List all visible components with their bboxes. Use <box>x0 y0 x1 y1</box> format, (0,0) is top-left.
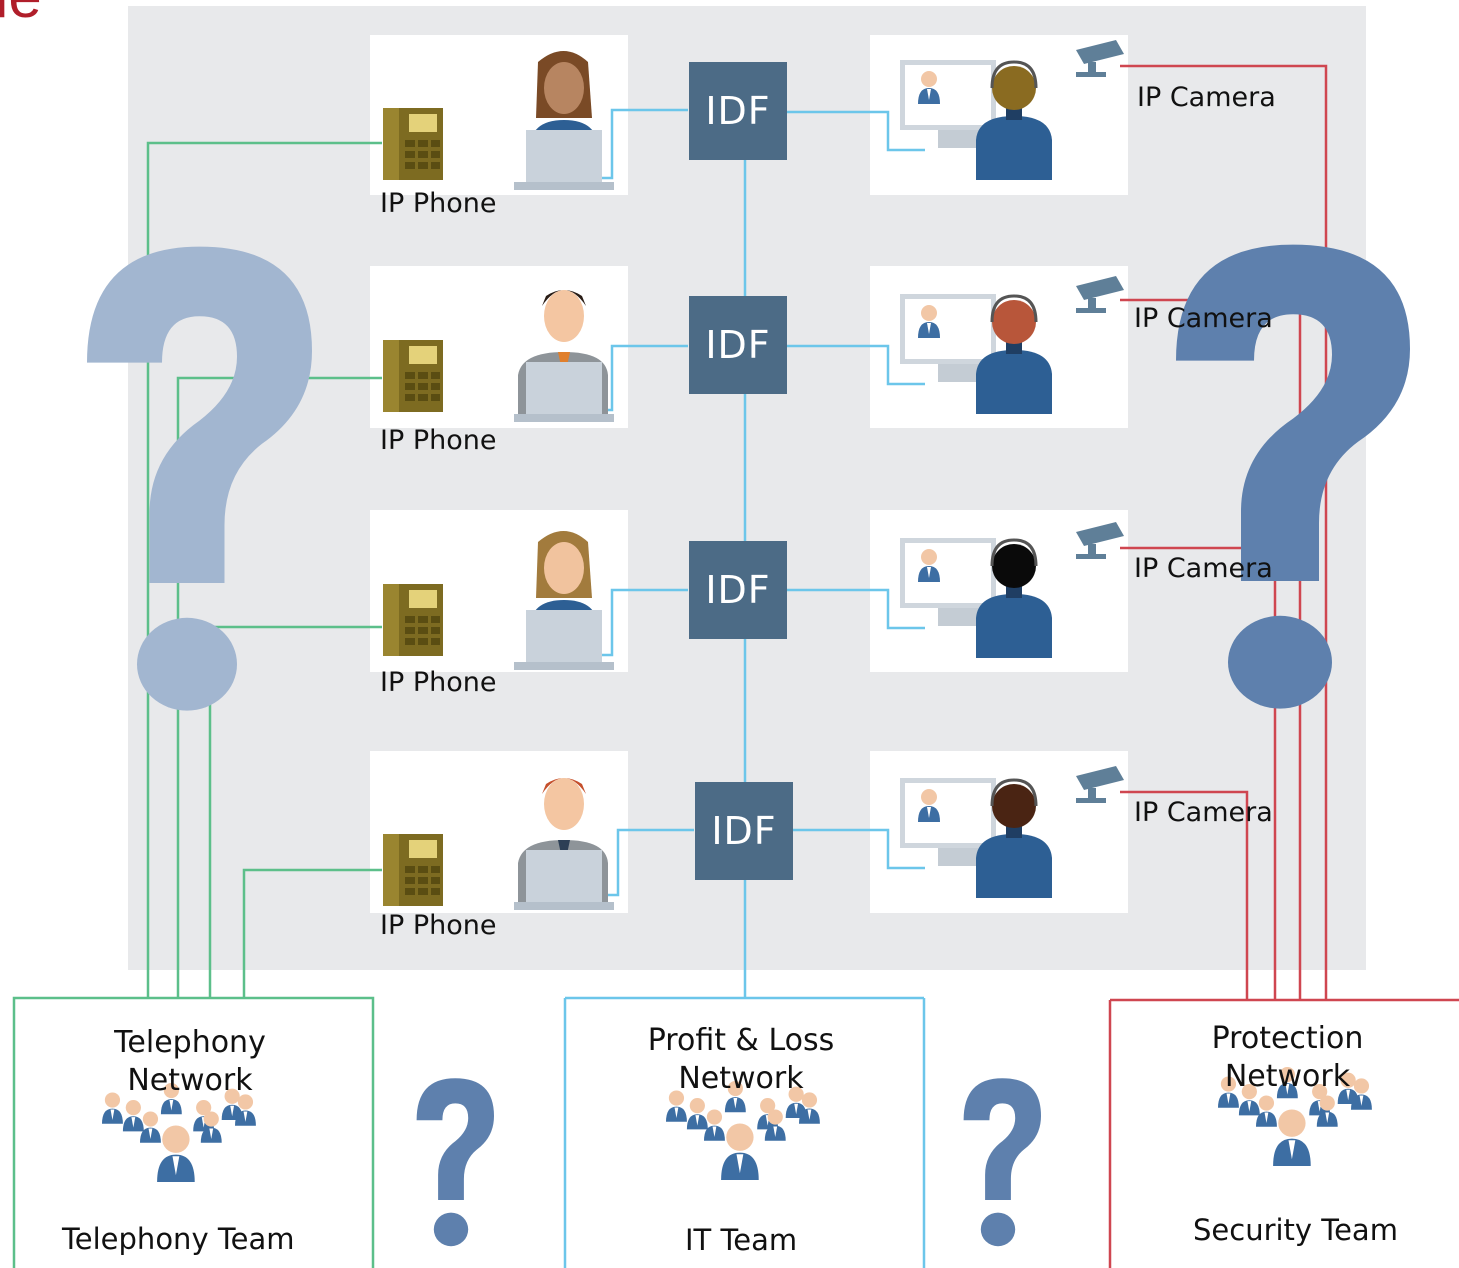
idf-switch: IDF <box>689 541 787 639</box>
ip-phone-icon <box>383 834 443 906</box>
ip-camera-label: IP Camera <box>1134 303 1273 334</box>
security-monitor-icon <box>900 778 1052 898</box>
telephony-network-title: Telephony Network <box>114 1025 266 1098</box>
security-monitor-icon <box>900 538 1052 658</box>
corner-text: le <box>0 0 42 31</box>
ip-camera-icon <box>1076 766 1124 803</box>
idf-switch: IDF <box>695 782 793 880</box>
security-monitor-icon <box>900 60 1052 180</box>
ip-phone-label: IP Phone <box>380 425 497 456</box>
security-monitor-icon <box>900 294 1052 414</box>
ip-camera-icon <box>1076 276 1124 313</box>
question-mark-icon <box>87 246 312 711</box>
it-team-label: IT Team <box>685 1223 798 1257</box>
ip-phone-icon <box>383 340 443 412</box>
ip-phone-label: IP Phone <box>380 910 497 941</box>
idf-switch: IDF <box>689 62 787 160</box>
idf-switch: IDF <box>689 296 787 394</box>
employee-laptop-icon <box>514 778 614 910</box>
ip-camera-label: IP Camera <box>1137 82 1276 113</box>
ip-camera-icon <box>1076 522 1124 559</box>
ip-phone-icon <box>383 108 443 180</box>
ip-phone-icon <box>383 584 443 656</box>
ip-phone-label: IP Phone <box>380 667 497 698</box>
telephony-team-label: Telephony Team <box>62 1222 295 1256</box>
ip-camera-icon <box>1076 40 1124 77</box>
question-mark-icon <box>963 1078 1041 1247</box>
security-network-title: Protection Network <box>1211 1021 1364 1094</box>
ip-camera-label: IP Camera <box>1134 553 1273 584</box>
ip-camera-label: IP Camera <box>1134 797 1273 828</box>
ip-phone-label: IP Phone <box>380 188 497 219</box>
employee-laptop-icon <box>514 51 614 190</box>
question-mark-icon <box>416 1078 494 1247</box>
security-team-label: Security Team <box>1193 1213 1398 1247</box>
it-network-title: Profit & Loss Network <box>647 1023 835 1096</box>
employee-laptop-icon <box>514 531 614 670</box>
employee-laptop-icon <box>514 290 614 422</box>
